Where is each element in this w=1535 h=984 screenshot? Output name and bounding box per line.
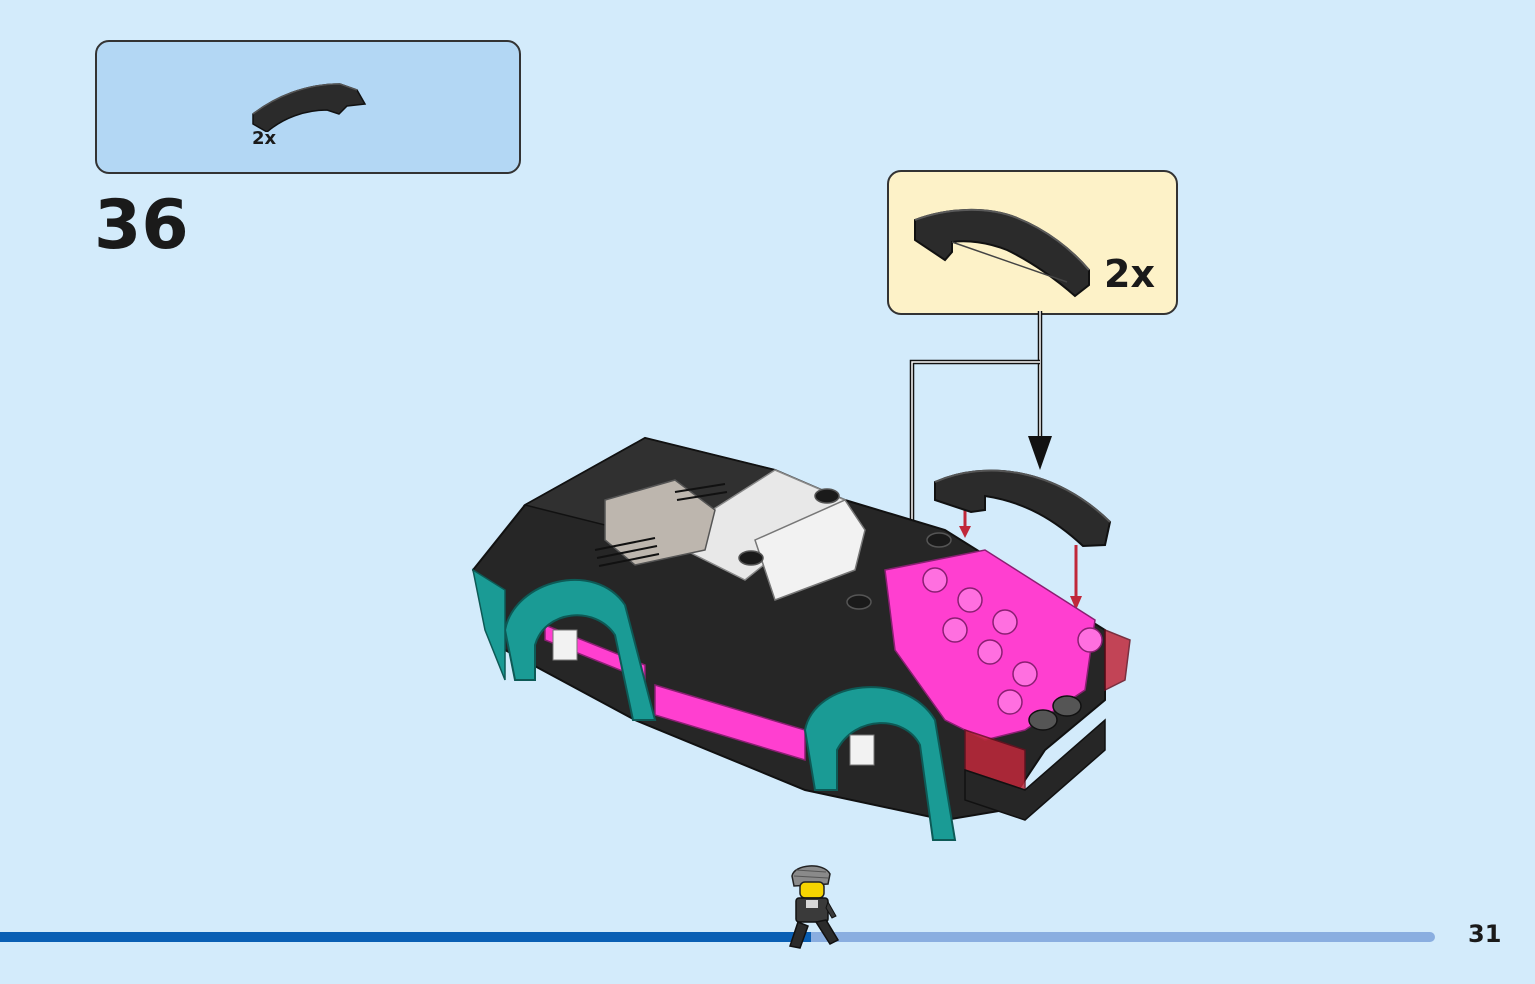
progress-fill [0,932,811,942]
page-number: 31 [1468,920,1502,948]
parts-quantity: 2x [252,128,277,149]
floating-curved-brick [934,469,1112,548]
callout-box: 2x [887,170,1178,315]
parts-list-box: 2x [95,40,521,174]
curved-slope-brick-icon [914,208,1090,298]
progress-bar [0,932,1435,942]
step-number: 36 [94,186,189,265]
race-car-model-icon [471,436,1131,841]
callout-quantity: 2x [1104,252,1155,296]
curved-slope-brick-icon [252,83,367,132]
minifigure-progress-marker-icon [788,865,839,949]
